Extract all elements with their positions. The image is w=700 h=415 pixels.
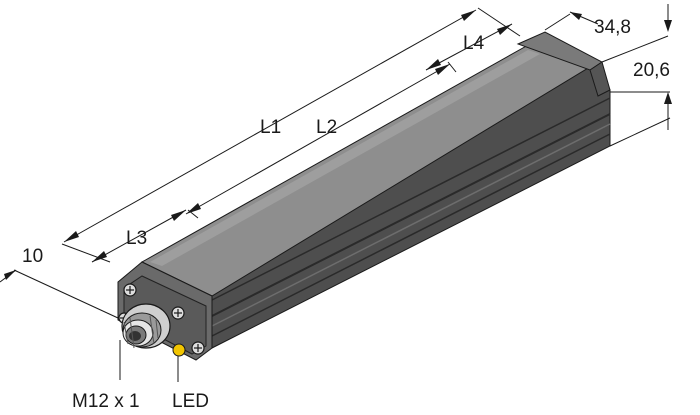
connector-icon [121,303,171,349]
sensor-housing [117,31,611,361]
dimension-label-l3: L3 [126,228,147,249]
led-indicator-icon [172,343,186,357]
screw-icon [171,306,185,320]
callout-led-label: LED [172,391,209,412]
screw-icon [123,283,137,297]
callout-connector-label: M12 x 1 [72,391,140,412]
dimension-label-l1: L1 [260,117,281,138]
dimension-label-l2: L2 [316,117,337,138]
dimension-lines [0,4,672,382]
dimension-label-l4: L4 [463,33,485,54]
dimension-label-height: 20,6 [633,60,670,81]
screw-icon [191,341,205,355]
dimension-label-offset: 10 [22,246,43,267]
dimension-label-width: 34,8 [594,17,631,38]
